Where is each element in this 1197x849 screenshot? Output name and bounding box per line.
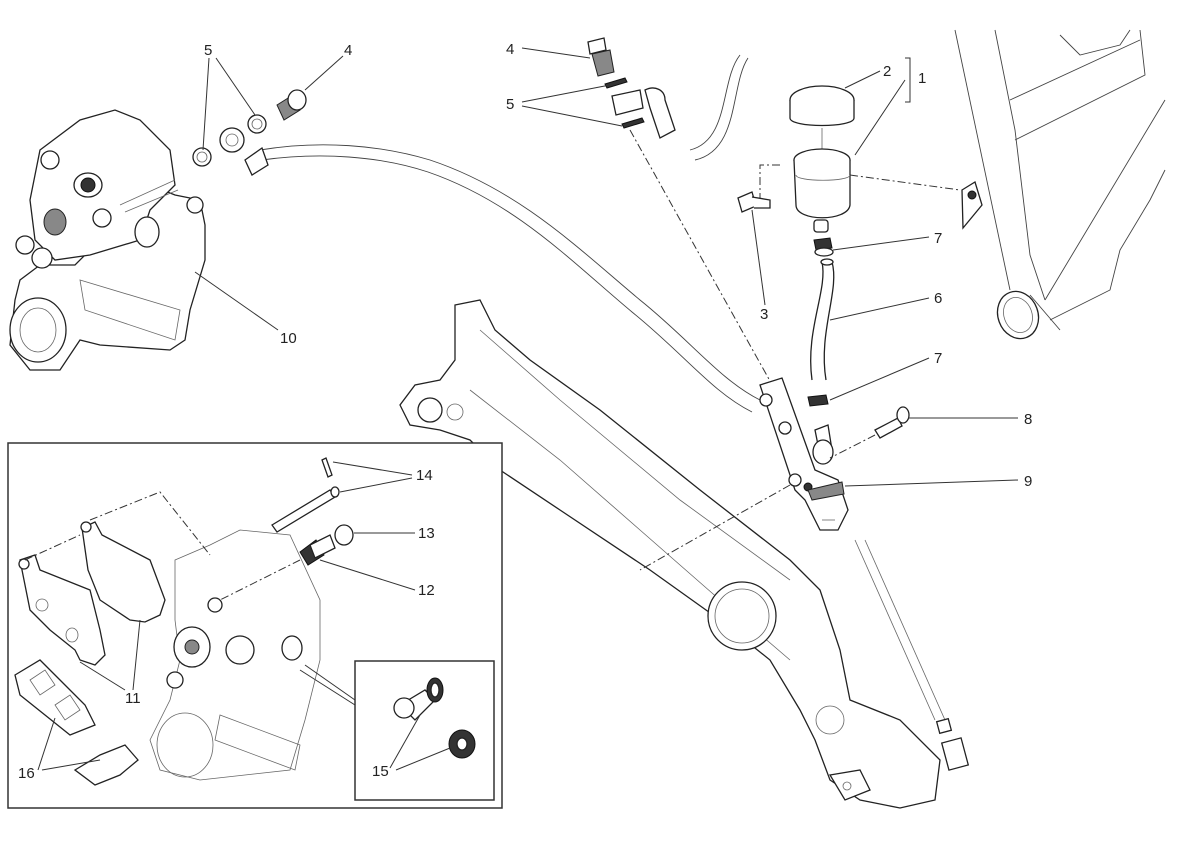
callout-6: 6	[934, 290, 942, 307]
master-cylinder	[639, 377, 910, 571]
callout-4-master: 4	[506, 41, 514, 58]
callout-9: 9	[1024, 473, 1032, 490]
callout-15: 15	[372, 763, 389, 780]
inset-caliper-detail	[7, 442, 503, 809]
callout-3: 3	[760, 306, 768, 323]
callout-10: 10	[280, 330, 297, 347]
callout-2: 2	[883, 63, 891, 80]
callout-7-lower: 7	[934, 350, 942, 367]
reservoir	[737, 85, 961, 407]
callout-12: 12	[418, 582, 435, 599]
callout-5-master: 5	[506, 96, 514, 113]
callouts: 1 2 3 4 4 5 5 6 7 7 8 9 10 11 12 13 14 1…	[18, 41, 1032, 782]
callout-11: 11	[125, 690, 141, 707]
master-cylinder-fittings	[587, 37, 776, 391]
callout-13: 13	[418, 525, 435, 542]
frame-section	[954, 29, 1166, 340]
caliper-fittings	[192, 89, 307, 176]
callout-16: 16	[18, 765, 35, 782]
callout-5-caliper: 5	[204, 42, 212, 59]
brake-hose	[259, 54, 761, 413]
rear-caliper	[9, 109, 206, 371]
callout-7-upper: 7	[934, 230, 942, 247]
callout-8: 8	[1024, 411, 1032, 428]
swingarm	[399, 299, 970, 809]
callout-4-caliper: 4	[344, 42, 352, 59]
callout-14: 14	[416, 467, 433, 484]
leader-lines	[37, 47, 1019, 771]
callout-1: 1	[918, 70, 926, 87]
